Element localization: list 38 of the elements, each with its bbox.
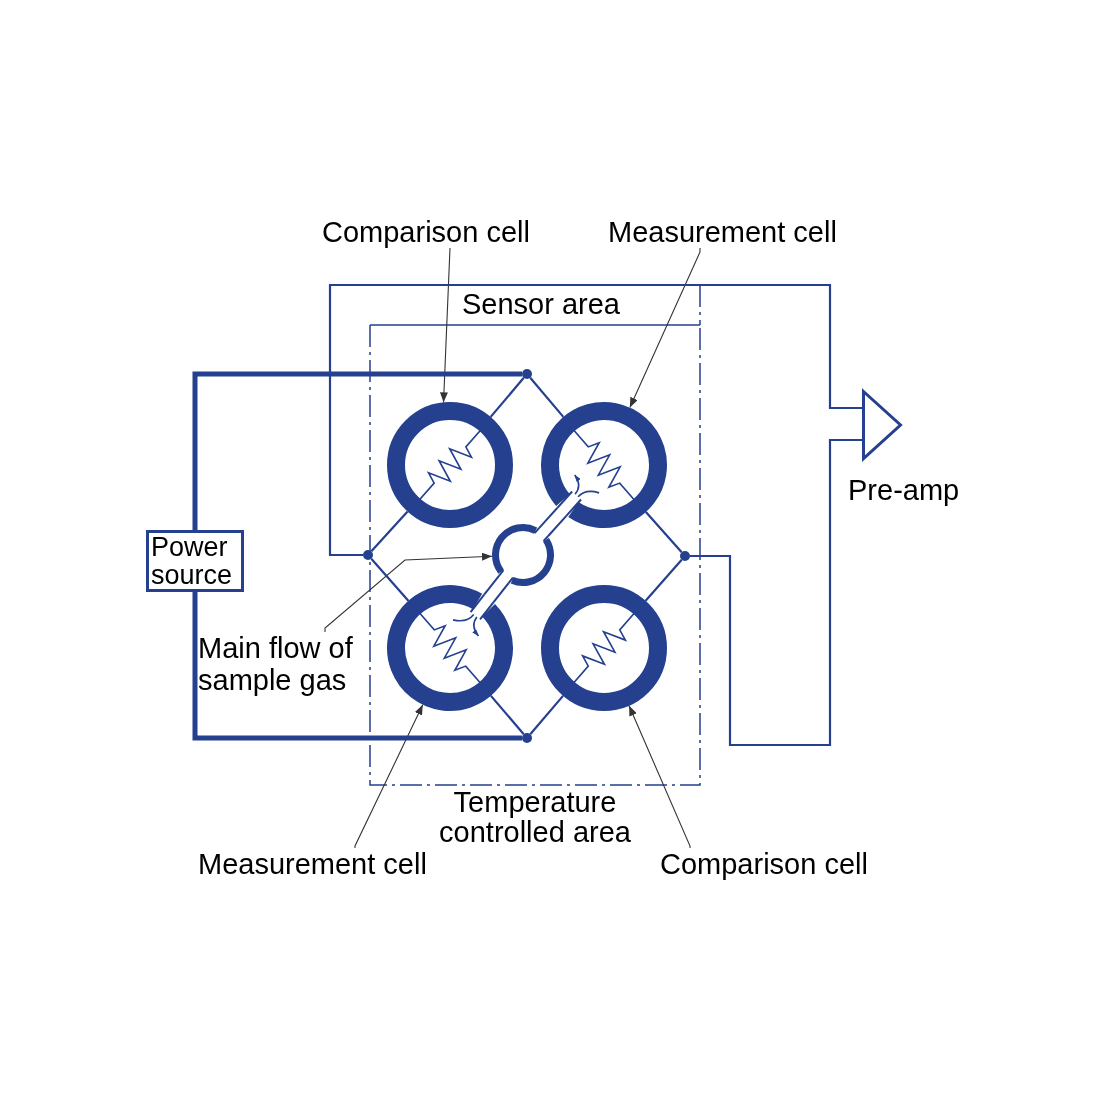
wire — [370, 558, 410, 602]
junction-dot — [680, 551, 690, 561]
sensor-cell — [541, 402, 667, 528]
wire — [645, 511, 683, 553]
wire — [690, 438, 862, 747]
wire — [529, 695, 564, 735]
area-title: Temperature controlled area — [438, 787, 632, 847]
junction-dot — [522, 369, 532, 379]
leader-line — [628, 705, 691, 849]
cell-label: Measurement cell — [608, 216, 837, 248]
wire — [370, 510, 409, 553]
wire — [529, 377, 565, 418]
flow-label: Main flow of sample gas — [198, 632, 354, 696]
junction-dot — [522, 733, 532, 743]
power-source-box — [146, 530, 244, 592]
sensor-cell — [541, 585, 667, 711]
wire — [192, 592, 522, 741]
cell-label: Comparison cell — [322, 216, 530, 248]
wire — [490, 695, 525, 735]
leader-line — [439, 247, 451, 403]
gas-chamber — [492, 524, 554, 586]
node-text: Power source — [151, 533, 234, 589]
cell-label: Measurement cell — [198, 848, 427, 880]
leader-line — [629, 247, 701, 409]
wire — [192, 371, 522, 530]
leader-line — [354, 704, 424, 849]
area-label: Sensor area — [462, 288, 620, 320]
amp-label: Pre-amp — [848, 474, 960, 506]
gas-pipe — [483, 574, 510, 604]
sensor-cell — [387, 585, 513, 711]
wire — [489, 377, 525, 418]
leader-line — [324, 552, 493, 633]
junction-dot — [363, 550, 373, 560]
wire — [328, 283, 862, 557]
gas-pipe — [538, 506, 568, 537]
sensor-cell — [387, 402, 513, 528]
cell-label: Comparison cell — [660, 848, 868, 880]
wire — [644, 559, 683, 602]
